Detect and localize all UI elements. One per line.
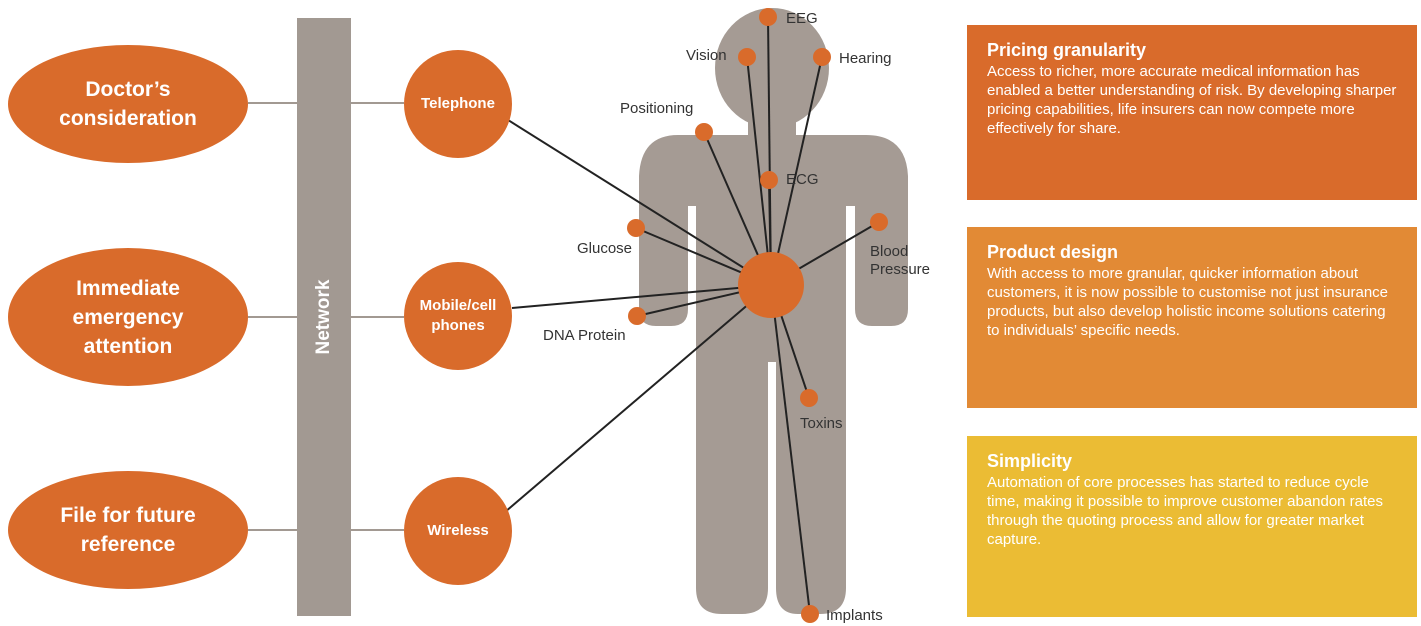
action-doctors-consideration: Doctor’s consideration bbox=[8, 45, 248, 163]
action-immediate-emergency-attention: Immediate emergency attention bbox=[8, 248, 248, 386]
sensor-label-blood-pressure: Blood Pressure bbox=[870, 243, 931, 278]
sensor-label-toxins: Toxins bbox=[800, 415, 843, 432]
info-box-product-design: Product design With access to more granu… bbox=[967, 227, 1417, 408]
implants-dot bbox=[801, 605, 819, 623]
info-box-pricing-granularity: Pricing granularity Access to richer, mo… bbox=[967, 25, 1417, 200]
info-title: Product design bbox=[987, 242, 1119, 262]
hearing-dot bbox=[813, 48, 831, 66]
hub-node bbox=[738, 252, 804, 318]
eeg-dot bbox=[759, 8, 777, 26]
sensor-dots bbox=[627, 8, 888, 623]
sensor-label-ecg: ECG bbox=[786, 171, 819, 188]
info-text: Access to richer, more accurate medical … bbox=[987, 63, 1397, 137]
info-title: Pricing granularity bbox=[987, 40, 1147, 60]
info-box-simplicity: Simplicity Automation of core processes … bbox=[967, 436, 1417, 617]
action-connectors bbox=[248, 102, 297, 531]
glucose-dot bbox=[627, 219, 645, 237]
network-label: Network bbox=[313, 279, 334, 355]
toxins-dot bbox=[800, 389, 818, 407]
positioning-dot bbox=[695, 123, 713, 141]
sensor-label-hearing: Hearing bbox=[839, 50, 892, 67]
ecg-dot bbox=[760, 171, 778, 189]
sensor-label-dna-protein: DNA Protein bbox=[543, 327, 626, 344]
sensor-label-eeg: EEG bbox=[786, 10, 818, 27]
vision-dot bbox=[738, 48, 756, 66]
sensor-label-vision: Vision bbox=[686, 47, 727, 64]
human-silhouette bbox=[639, 8, 908, 614]
network-bar bbox=[297, 18, 351, 616]
info-text: With access to more granular, quicker in… bbox=[987, 265, 1389, 339]
sensor-label-implants: Implants bbox=[826, 607, 883, 624]
channel-connectors bbox=[351, 102, 404, 531]
sensor-label-positioning: Positioning bbox=[620, 100, 694, 117]
channel-telephone: Telephone bbox=[404, 50, 512, 158]
info-title: Simplicity bbox=[987, 451, 1073, 471]
action-file-for-future-reference: File for future reference bbox=[8, 471, 248, 589]
dna-protein-dot bbox=[628, 307, 646, 325]
channel-wireless: Wireless bbox=[404, 477, 512, 585]
info-text: Automation of core processes has started… bbox=[987, 474, 1384, 548]
sensor-label-glucose: Glucose bbox=[577, 240, 633, 257]
channel-mobile-cell-phones: Mobile/cell phones bbox=[404, 262, 512, 370]
blood-pressure-dot bbox=[870, 213, 888, 231]
